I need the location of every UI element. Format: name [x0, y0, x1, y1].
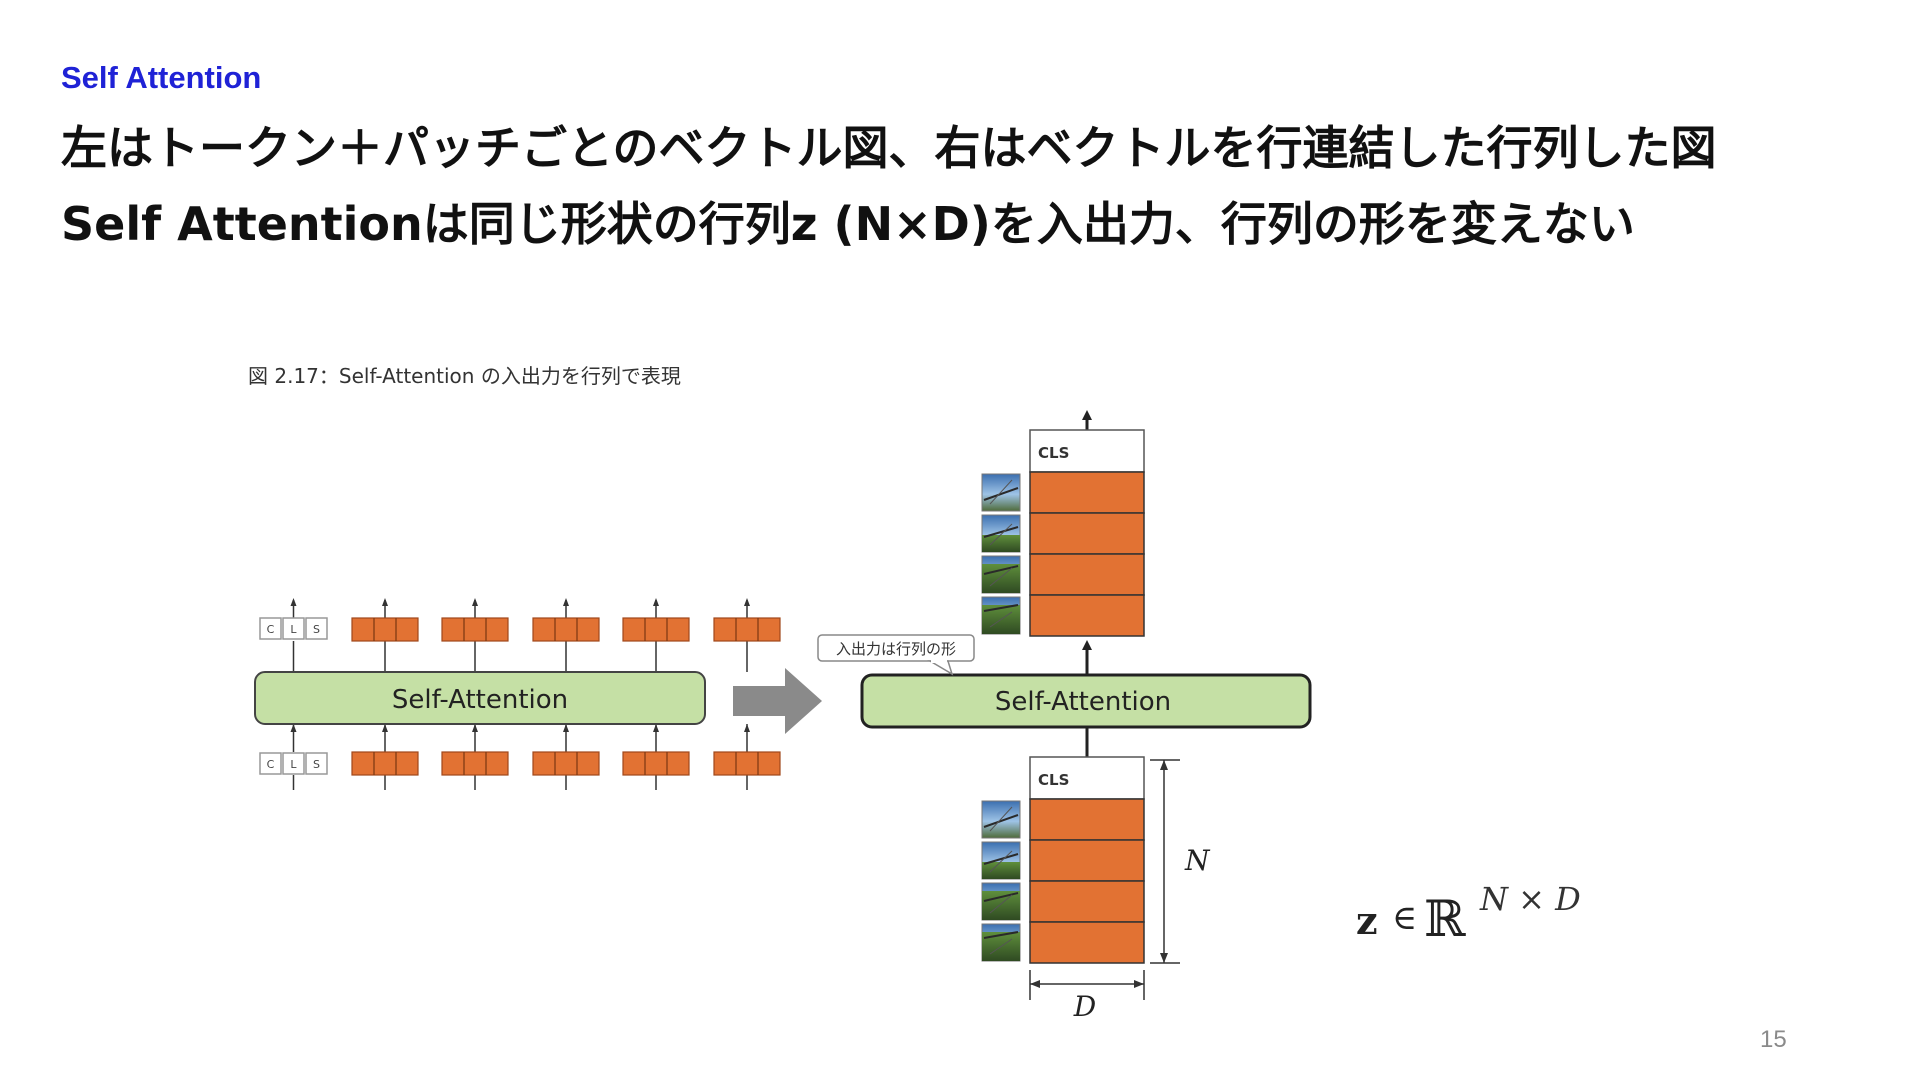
patch-token — [351, 751, 419, 776]
input-matrix: CLS — [1029, 727, 1145, 964]
matrix-row — [1029, 553, 1145, 596]
patch-thumbnails-bottom — [981, 800, 1021, 962]
output-matrix: CLS — [1029, 410, 1145, 675]
patch-token — [622, 617, 690, 642]
formula-superscript: N × D — [1480, 880, 1581, 918]
patch-thumbnail — [981, 473, 1021, 512]
patch-tokens-top — [351, 617, 781, 642]
cls-letter: C — [267, 758, 275, 771]
patch-thumbnail — [981, 596, 1021, 635]
cls-letter: L — [290, 758, 297, 771]
matrix-row — [1029, 512, 1145, 555]
cls-letter: L — [290, 623, 297, 636]
cls-letter: S — [313, 623, 320, 636]
matrix-row — [1029, 594, 1145, 637]
matrix-row — [1029, 798, 1145, 841]
cls-letter: S — [313, 758, 320, 771]
cls-token-bottom: C L S — [259, 752, 328, 775]
section-label: Self Attention — [61, 60, 262, 95]
patch-thumbnail — [981, 800, 1021, 839]
heading-line-1: 左はトークン＋パッチごとのベクトル図、右はベクトルを行連結した行列した図 — [61, 121, 1717, 175]
patch-token — [713, 751, 781, 776]
matrix-row — [1029, 839, 1145, 882]
patch-thumbnail — [981, 923, 1021, 962]
dimension-n: N — [1150, 759, 1211, 964]
heading-line-2: Self Attentionは同じ形状の行列z (N×D)を入出力、行列の形を変… — [61, 197, 1635, 251]
cls-row-label: CLS — [1038, 444, 1069, 462]
formula-z: z — [1356, 898, 1378, 943]
cls-letter: C — [267, 623, 275, 636]
patch-thumbnail — [981, 555, 1021, 594]
matrix-row — [1029, 471, 1145, 514]
patch-token — [622, 751, 690, 776]
formula-in-symbol: ∈ — [1392, 898, 1418, 938]
patch-token — [532, 617, 600, 642]
left-diagram: C L S C L S Self-Attention — [254, 598, 781, 790]
left-top-arrows — [290, 598, 750, 672]
patch-token — [441, 617, 509, 642]
cls-row-label: CLS — [1038, 771, 1069, 789]
self-attention-label-left: Self-Attention — [392, 685, 568, 715]
self-attention-label-right: Self-Attention — [995, 687, 1171, 717]
matrix-row — [1029, 880, 1145, 923]
patch-token — [532, 751, 600, 776]
formula-real-set: ℝ — [1424, 890, 1466, 948]
figure-caption: 図 2.17：Self-Attention の入出力を行列で表現 — [248, 364, 681, 388]
cls-token-top: C L S — [259, 617, 328, 640]
patch-tokens-bottom — [351, 751, 781, 776]
patch-thumbnail — [981, 882, 1021, 921]
right-diagram: Self-Attention 入出力は行列の形 CLS CLS — [817, 410, 1312, 1023]
left-bottom-arrows — [290, 724, 750, 790]
patch-token — [713, 617, 781, 642]
callout: 入出力は行列の形 — [817, 634, 975, 676]
dimension-n-label: N — [1184, 844, 1211, 877]
dimension-d-label: D — [1073, 990, 1096, 1023]
dimension-d: D — [1029, 970, 1145, 1023]
page-number: 15 — [1760, 1026, 1787, 1053]
matrix-row — [1029, 921, 1145, 964]
patch-thumbnail — [981, 841, 1021, 880]
patch-token — [441, 751, 509, 776]
transform-arrow — [733, 668, 822, 734]
patch-thumbnails-top — [981, 473, 1021, 635]
self-attention-block-left — [254, 671, 706, 725]
patch-thumbnail — [981, 514, 1021, 553]
patch-token — [351, 617, 419, 642]
callout-text: 入出力は行列の形 — [836, 640, 956, 658]
matrix-formula: z ∈ ℝ N × D — [1356, 880, 1596, 950]
